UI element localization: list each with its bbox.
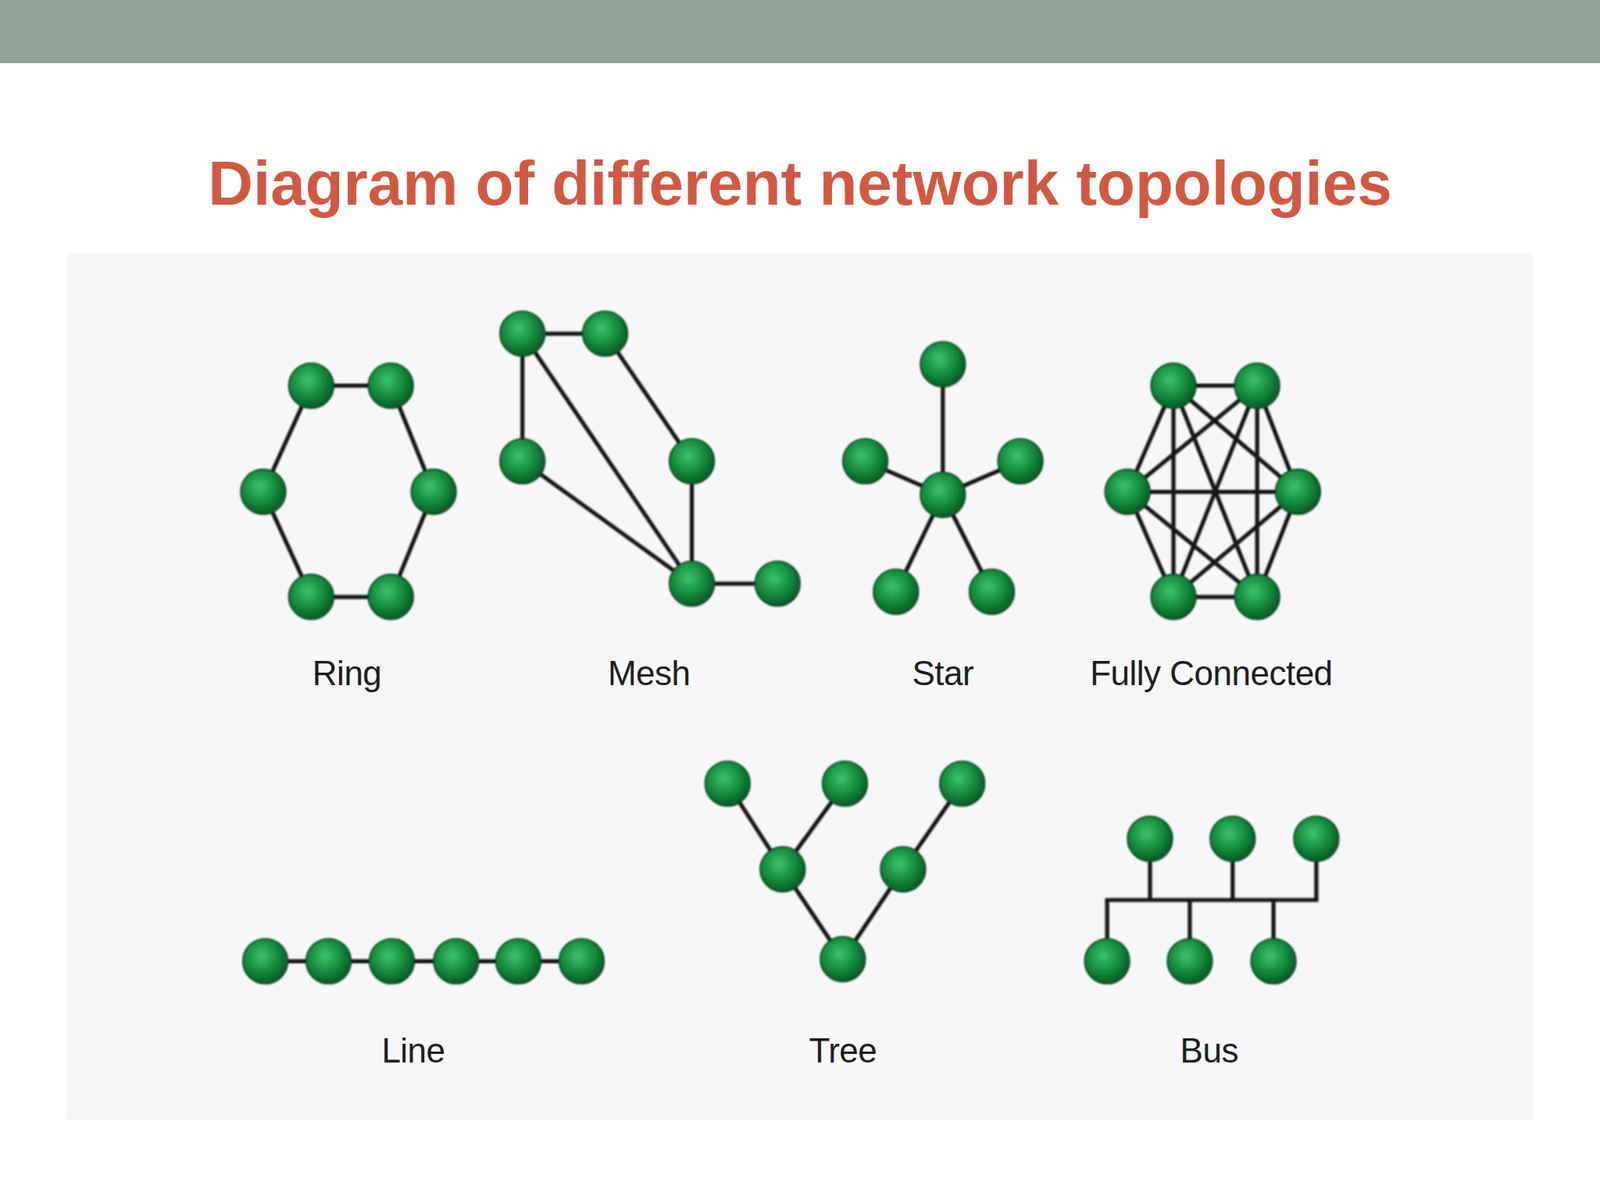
slide-title: Diagram of different network topologies	[207, 147, 1393, 220]
top-bar	[0, 0, 1600, 64]
network-node	[306, 939, 351, 984]
network-node	[939, 760, 985, 806]
network-node	[1105, 469, 1150, 515]
link	[1127, 489, 1298, 494]
network-node	[880, 846, 925, 892]
network-node	[500, 439, 545, 484]
network-node	[368, 363, 414, 408]
network-node	[240, 469, 286, 515]
network-node	[705, 760, 750, 806]
network-node	[369, 939, 415, 984]
topology-name: Tree	[808, 1031, 877, 1071]
link	[1173, 492, 1298, 598]
network-node	[1150, 574, 1196, 619]
network-node	[842, 439, 888, 484]
network-node	[1127, 816, 1172, 861]
network-node	[920, 472, 965, 518]
network-node	[1210, 816, 1255, 861]
network-node	[433, 939, 479, 984]
network-node	[368, 574, 414, 619]
network-node	[500, 310, 545, 356]
topology-name: Line	[381, 1031, 445, 1071]
network-node	[582, 310, 628, 356]
network-node	[1275, 469, 1321, 515]
network-node	[1084, 939, 1129, 984]
links	[263, 333, 1319, 961]
network-node	[997, 439, 1043, 484]
network-node	[669, 560, 715, 606]
network-node	[496, 939, 541, 984]
network-node	[755, 560, 800, 606]
topology-name: Bus	[1180, 1031, 1239, 1071]
link	[522, 460, 693, 584]
network-node	[242, 939, 288, 984]
network-node	[969, 569, 1015, 615]
network-node	[1150, 363, 1196, 408]
network-node	[822, 760, 868, 806]
topology-name: Star	[911, 653, 974, 693]
network-nodes	[240, 310, 1339, 984]
network-node	[1234, 574, 1279, 619]
bus-line	[1105, 897, 1319, 902]
network-node	[920, 342, 965, 387]
picture-panel	[66, 253, 1533, 1121]
network-node	[559, 939, 604, 984]
topology-name: Mesh	[607, 653, 691, 693]
network-node	[410, 469, 456, 515]
network-node	[1250, 939, 1296, 984]
network-node	[1234, 363, 1279, 408]
network-node	[760, 846, 805, 892]
network-node	[1293, 816, 1339, 861]
network-node	[669, 439, 715, 484]
link	[522, 333, 693, 584]
network-node	[873, 569, 918, 615]
topology-name: Fully Connected	[1089, 653, 1333, 693]
network-node	[820, 936, 865, 982]
network-node	[289, 363, 334, 408]
network-node	[1167, 939, 1212, 984]
topology-name: Ring	[312, 653, 383, 693]
network-node	[289, 574, 334, 619]
